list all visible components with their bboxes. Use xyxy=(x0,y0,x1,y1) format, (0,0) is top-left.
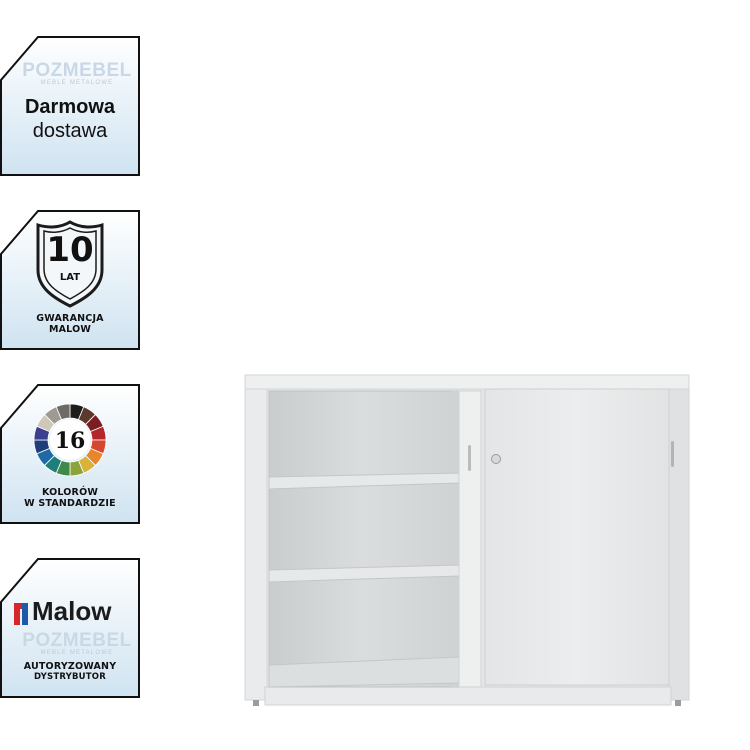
sliding-door-cabinet-image xyxy=(244,374,690,706)
warranty-years: 10 xyxy=(46,230,94,270)
badge-frame xyxy=(0,384,140,524)
badge-frame xyxy=(0,558,140,698)
malow-logo-icon xyxy=(14,603,28,625)
badge-colors: 16 KOLORÓW W STANDARDZIE xyxy=(0,384,140,524)
sliding-door xyxy=(484,388,674,686)
badge-line1: AUTORYZOWANY xyxy=(23,661,117,672)
pozmebel-watermark: POZMEBEL MEBLE METALOWE xyxy=(22,60,132,86)
colors-count: 16 xyxy=(54,428,86,454)
color-wheel-icon xyxy=(33,403,107,477)
cabinet-interior xyxy=(268,390,462,688)
door-handle xyxy=(671,441,674,467)
badge-line1: Darmowa xyxy=(24,96,116,118)
badge-frame xyxy=(0,210,140,350)
rear-door-handle xyxy=(468,445,471,471)
badge-line2: dostawa xyxy=(32,120,108,142)
lock-icon xyxy=(491,454,501,464)
shield-icon xyxy=(36,220,104,308)
malow-brand: Malow xyxy=(32,596,112,626)
badge-line2: DYSTRYBUTOR xyxy=(34,672,106,682)
rear-door-edge xyxy=(458,390,482,688)
badge-frame xyxy=(0,36,140,176)
color-swatch xyxy=(55,403,71,421)
badge-free-delivery: POZMEBEL MEBLE METALOWE Darmowa dostawa xyxy=(0,36,140,176)
badge-line1: GWARANCJA xyxy=(36,313,104,324)
badge-line2: MALOW xyxy=(48,324,92,335)
badge-line2: W STANDARDZIE xyxy=(24,498,116,509)
pozmebel-watermark: POZMEBEL MEBLE METALOWE xyxy=(22,630,132,656)
badge-warranty: 10 LAT GWARANCJA MALOW xyxy=(0,210,140,350)
warranty-unit: LAT xyxy=(59,272,81,283)
badge-line1: KOLORÓW xyxy=(41,487,99,498)
badge-distributor: Malow POZMEBEL MEBLE METALOWE AUTORYZOWA… xyxy=(0,558,140,698)
